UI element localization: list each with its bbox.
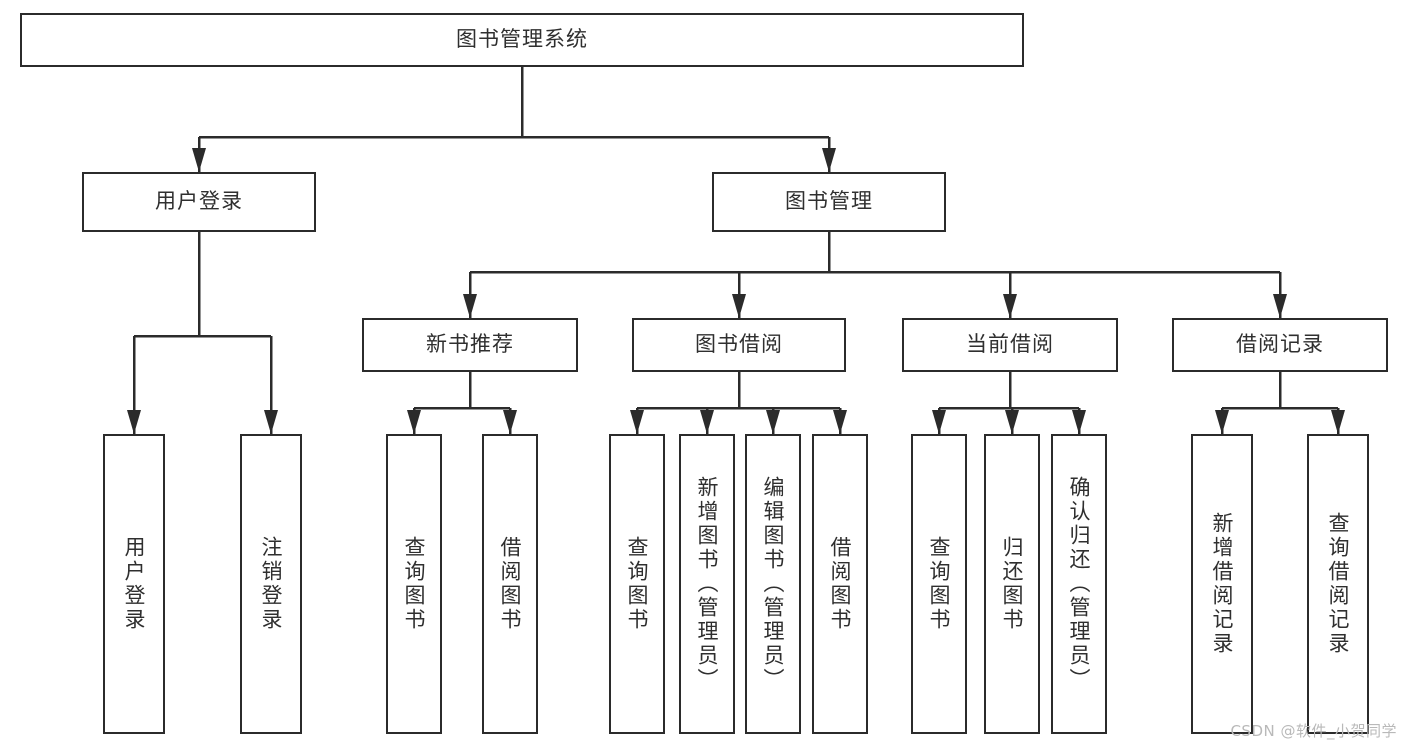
- arrowhead-current: [1003, 294, 1017, 318]
- node-borrow: 图书借阅: [632, 318, 846, 372]
- arrowhead-borrow: [732, 294, 746, 318]
- node-label: 图书借阅: [695, 332, 783, 357]
- node-l-edit: 编辑图书（管理员）: [745, 434, 801, 734]
- node-label: 查询借阅记录: [1326, 512, 1351, 656]
- node-root: 图书管理系统: [20, 13, 1024, 67]
- node-login: 用户登录: [82, 172, 316, 232]
- node-l-return: 归还图书: [984, 434, 1040, 734]
- node-label: 借阅图书: [498, 536, 523, 632]
- node-l-b1: 借阅图书: [482, 434, 538, 734]
- arrowhead-l-qrec: [1331, 410, 1345, 434]
- node-l-confirm: 确认归还（管理员）: [1051, 434, 1107, 734]
- node-label: 注销登录: [259, 536, 284, 632]
- arrowhead-l-b2: [833, 410, 847, 434]
- node-l-addrec: 新增借阅记录: [1191, 434, 1253, 734]
- node-label: 查询图书: [625, 536, 650, 632]
- arrowhead-newbook: [463, 294, 477, 318]
- node-label: 当前借阅: [966, 332, 1054, 357]
- arrowhead-l-add: [700, 410, 714, 434]
- node-label: 新增借阅记录: [1210, 512, 1235, 656]
- arrowhead-l-logout: [264, 410, 278, 434]
- node-label: 借阅记录: [1236, 332, 1324, 357]
- node-current: 当前借阅: [902, 318, 1118, 372]
- node-label: 查询图书: [402, 536, 427, 632]
- node-l-qrec: 查询借阅记录: [1307, 434, 1369, 734]
- arrowhead-l-confirm: [1072, 410, 1086, 434]
- node-label: 用户登录: [155, 189, 243, 214]
- arrowhead-l-addrec: [1215, 410, 1229, 434]
- node-label: 图书管理系统: [456, 27, 588, 52]
- watermark: CSDN @软件_小贺同学: [1230, 722, 1397, 740]
- arrowhead-l-b1: [503, 410, 517, 434]
- node-label: 新增图书（管理员）: [695, 476, 720, 692]
- node-label: 图书管理: [785, 189, 873, 214]
- node-l-logout: 注销登录: [240, 434, 302, 734]
- arrowhead-l-q1: [407, 410, 421, 434]
- node-l-login: 用户登录: [103, 434, 165, 734]
- arrowhead-l-edit: [766, 410, 780, 434]
- node-l-q3: 查询图书: [911, 434, 967, 734]
- arrowhead-l-q3: [932, 410, 946, 434]
- node-label: 查询图书: [927, 536, 952, 632]
- node-l-add: 新增图书（管理员）: [679, 434, 735, 734]
- node-bookmgmt: 图书管理: [712, 172, 946, 232]
- node-label: 新书推荐: [426, 332, 514, 357]
- arrowhead-records: [1273, 294, 1287, 318]
- node-l-q2: 查询图书: [609, 434, 665, 734]
- node-label: 确认归还（管理员）: [1067, 476, 1092, 692]
- node-newbook: 新书推荐: [362, 318, 578, 372]
- arrowhead-login: [192, 148, 206, 172]
- node-l-b2: 借阅图书: [812, 434, 868, 734]
- node-label: 借阅图书: [828, 536, 853, 632]
- node-records: 借阅记录: [1172, 318, 1388, 372]
- node-label: 用户登录: [122, 536, 147, 632]
- arrowhead-l-q2: [630, 410, 644, 434]
- node-label: 编辑图书（管理员）: [761, 476, 786, 692]
- arrowhead-bookmgmt: [822, 148, 836, 172]
- arrowhead-l-login: [127, 410, 141, 434]
- node-l-q1: 查询图书: [386, 434, 442, 734]
- arrowhead-l-return: [1005, 410, 1019, 434]
- node-label: 归还图书: [1000, 536, 1025, 632]
